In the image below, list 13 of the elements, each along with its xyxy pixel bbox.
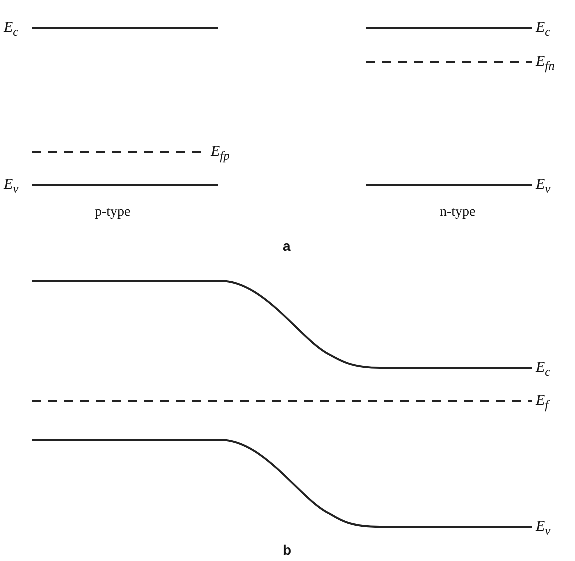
energy-label: E$_{f}$ (536, 393, 549, 413)
energy-label: E$_{v}$ (4, 177, 19, 197)
energy-label: E$_{v}$ (536, 177, 551, 197)
energy-label: E$_{c}$ (536, 20, 551, 40)
energy-label: E$_{fp}$ (211, 144, 230, 164)
energy-label: E$_{v}$ (536, 519, 551, 539)
region-label: p-type (95, 205, 131, 221)
energy-label: E$_{c}$ (4, 20, 19, 40)
energy-label: E$_{fn}$ (536, 54, 555, 74)
panel-label: b (283, 542, 292, 558)
region-label: n-type (440, 205, 476, 221)
energy-label: E$_{c}$ (536, 360, 551, 380)
panel-label: a (283, 238, 291, 254)
